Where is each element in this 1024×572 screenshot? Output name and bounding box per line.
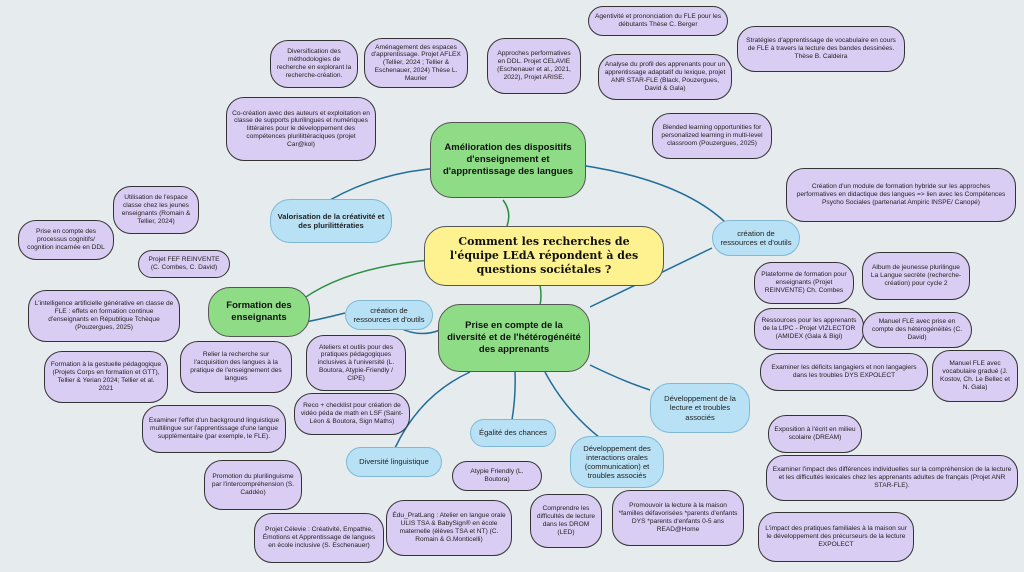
leaf-promotion-plurilinguisme[interactable]: Promotion du plurilinguisme par l'interc…: [204, 460, 302, 510]
branch-formation-node[interactable]: Formation des enseignants: [208, 287, 310, 337]
leaf-analyse-profil[interactable]: Analyse du profil des apprenants pour un…: [598, 54, 732, 100]
subtopic-creation-ressources-right[interactable]: création de ressources et d'outils: [712, 220, 800, 256]
leaf-intelligence-artificielle[interactable]: L'intelligence artificielle générative e…: [28, 290, 180, 342]
leaf-manuel-heterogeneite[interactable]: Manuel FLE avec prise en compte des hété…: [862, 312, 972, 348]
leaf-pratiques-familiales[interactable]: L'impact des pratiques familiales à la m…: [758, 512, 914, 562]
leaf-reco-checklist[interactable]: Reco + checklist pour création de vidéo …: [294, 393, 410, 435]
link-amelioration-valorisation: [329, 167, 441, 201]
link-diversite-egalite: [511, 371, 516, 421]
leaf-deficits-langagiers[interactable]: Examiner les déficits langagiers et non …: [760, 353, 928, 391]
leaf-agentivite[interactable]: Agentivité et prononciation du FLE pour …: [588, 6, 728, 36]
leaf-strategies-vocabulaire[interactable]: Stratégies d'apprentissage de vocabulair…: [737, 26, 905, 72]
link-diversite-interactions: [544, 371, 601, 439]
link-amelioration-creation: [579, 164, 726, 223]
leaf-projet-fef[interactable]: Projet FEF REINVENTE (C. Combes, C. Davi…: [138, 250, 230, 278]
branch-amelioration-node[interactable]: Amélioration des dispositifs d'enseignem…: [430, 122, 586, 198]
leaf-gestuelle[interactable]: Formation à la gestuelle pédagogique (Pr…: [44, 351, 168, 403]
leaf-ateliers-outils[interactable]: Ateliers et outils pour des pratiques pé…: [306, 335, 406, 391]
leaf-cocreation[interactable]: Co-création avec des auteurs et exploita…: [226, 97, 376, 161]
leaf-relier-recherche[interactable]: Relier la recherche sur l'acquisition de…: [180, 341, 292, 393]
leaf-ressources-lfpc[interactable]: Ressources pour les apprenants de la LfP…: [754, 308, 864, 350]
leaf-plateforme-formation[interactable]: Plateforme de formation pour enseignants…: [754, 262, 854, 304]
link-center-formation: [294, 259, 431, 306]
leaf-projet-celevie[interactable]: Projet Célevie : Créativité, Empathie, É…: [254, 513, 384, 563]
leaf-blended-learning[interactable]: Blended learning opportunities for perso…: [652, 113, 772, 159]
leaf-manuel-vocabulaire[interactable]: Manuel FLE avec vocabulaire gradué (J. K…: [932, 350, 1018, 402]
subtopic-egalite-chances[interactable]: Égalité des chances: [470, 419, 556, 447]
link-diversite-developpement: [589, 364, 651, 391]
leaf-atypie-friendly[interactable]: Atypie Friendly (L. Boutora): [452, 461, 542, 491]
leaf-comprendre-difficultes[interactable]: Comprendre les difficultés de lecture da…: [530, 494, 602, 548]
subtopic-diversite-linguistique[interactable]: Diversité linguistique: [346, 447, 442, 477]
leaf-exposition-ecrit[interactable]: Exposition à l'écrit en milieu scolaire …: [768, 415, 862, 453]
leaf-differences-individuelles[interactable]: Examiner l'impact des différences indivi…: [766, 455, 1018, 501]
central-question-node[interactable]: Comment les recherches de l'équipe LEdA …: [424, 226, 664, 286]
leaf-processus-cognitifs[interactable]: Prise en compte des processus cognitifs/…: [18, 220, 114, 260]
subtopic-valorisation[interactable]: Valorisation de la créativité et des plu…: [270, 199, 392, 243]
leaf-creation-module[interactable]: Création d'un module de formation hybrid…: [786, 168, 1016, 222]
leaf-promouvoir-lecture[interactable]: Promouvoir la lecture à la maison *famil…: [612, 490, 744, 546]
subtopic-developpement-lecture[interactable]: Développement de la lecture et troubles …: [650, 383, 750, 433]
leaf-amenagement[interactable]: Aménagement des espaces d'apprentissage.…: [364, 38, 468, 88]
leaf-edu-pratlang[interactable]: Édu_PratLang : Atelier en langue orale U…: [386, 500, 512, 556]
link-center-amelioration: [502, 199, 510, 227]
leaf-album-jeunesse[interactable]: Album de jeunesse plurilingue La Langue …: [862, 252, 970, 300]
leaf-approches-performatives[interactable]: Approches performatives en DDL. Projet C…: [487, 38, 581, 94]
subtopic-interactions-orales[interactable]: Développement des interactions orales (c…: [570, 436, 664, 488]
branch-diversite-node[interactable]: Prise en compte de la diversité et de l'…: [438, 304, 590, 372]
leaf-espace-classe[interactable]: Utilisation de l'espace classe chez les …: [113, 186, 199, 234]
link-center-diversite: [539, 284, 542, 306]
link-diversite-diversite-ling: [394, 371, 471, 449]
leaf-diversification[interactable]: Diversification des méthodologies de rec…: [270, 40, 358, 88]
subtopic-creation-ressources-mid[interactable]: création de ressources et d'outils: [345, 300, 433, 330]
leaf-background-multilingue[interactable]: Examiner l'effet d'un background linguis…: [142, 405, 286, 453]
